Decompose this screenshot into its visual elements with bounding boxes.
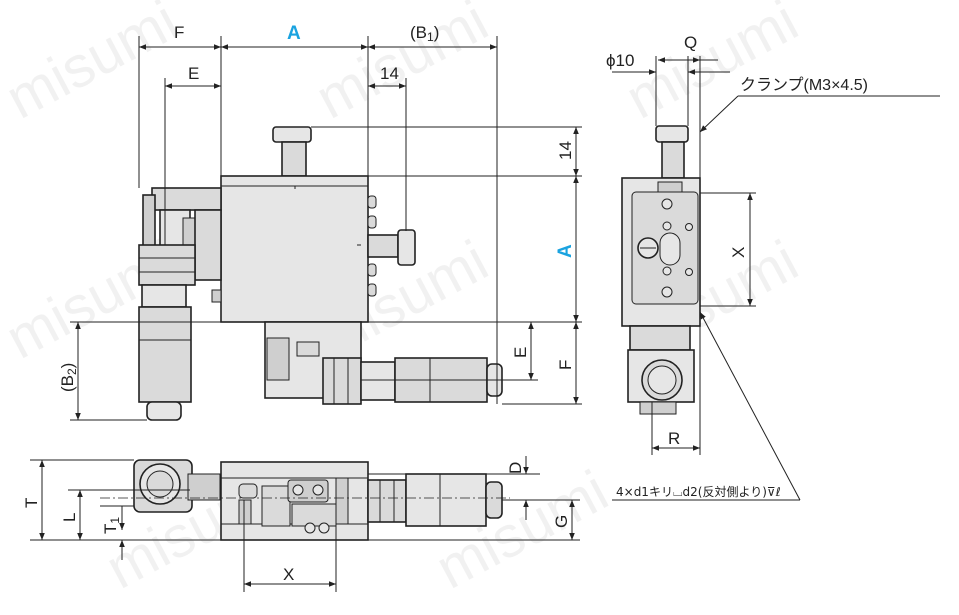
- dim-label-T1: T1: [101, 517, 122, 534]
- dim-label-B2: (B2): [58, 363, 79, 392]
- watermark-text-2: misumi: [306, 0, 499, 131]
- dim-label-A-top: A: [287, 23, 301, 44]
- dim-label-E-top: E: [188, 64, 199, 83]
- plan-view-labels: T L T1 D G X: [22, 462, 571, 584]
- side-view: [612, 56, 940, 501]
- dim-label-B1: (B1): [410, 23, 439, 44]
- dim-label-G: G: [552, 515, 571, 528]
- dim-label-F-top: F: [174, 23, 184, 42]
- dim-label-E-side: E: [511, 347, 530, 358]
- dim-label-L: L: [60, 513, 79, 522]
- dim-label-F-side: F: [556, 360, 575, 370]
- side-view-labels: ϕ10 Q クランプ(M3×4.5) X R 4×d1キリ⌴d2(反対側より)⊽…: [606, 33, 868, 499]
- dim-label-14-side: 14: [556, 141, 575, 160]
- dim-label-phi10: ϕ10: [606, 51, 634, 70]
- dim-label-Q: Q: [684, 33, 697, 52]
- hole-note: 4×d1キリ⌴d2(反対側より)⊽ℓ: [616, 485, 781, 499]
- dim-label-R: R: [668, 429, 680, 448]
- plan-view: [30, 456, 580, 592]
- dim-label-A-side: A: [555, 244, 576, 258]
- front-view: [70, 36, 582, 421]
- dim-label-T: T: [22, 498, 41, 508]
- dim-label-X-side: X: [729, 247, 748, 258]
- clamp-label: クランプ(M3×4.5): [740, 76, 868, 94]
- dim-label-14-top: 14: [380, 64, 399, 83]
- dim-label-D: D: [506, 462, 525, 474]
- watermark-text-3: misumi: [616, 0, 809, 131]
- watermark-text-1: misumi: [0, 0, 188, 131]
- dim-label-X-bottom: X: [283, 565, 294, 584]
- front-view-labels: F A (B1) E 14 14 A E F (B2): [58, 23, 576, 392]
